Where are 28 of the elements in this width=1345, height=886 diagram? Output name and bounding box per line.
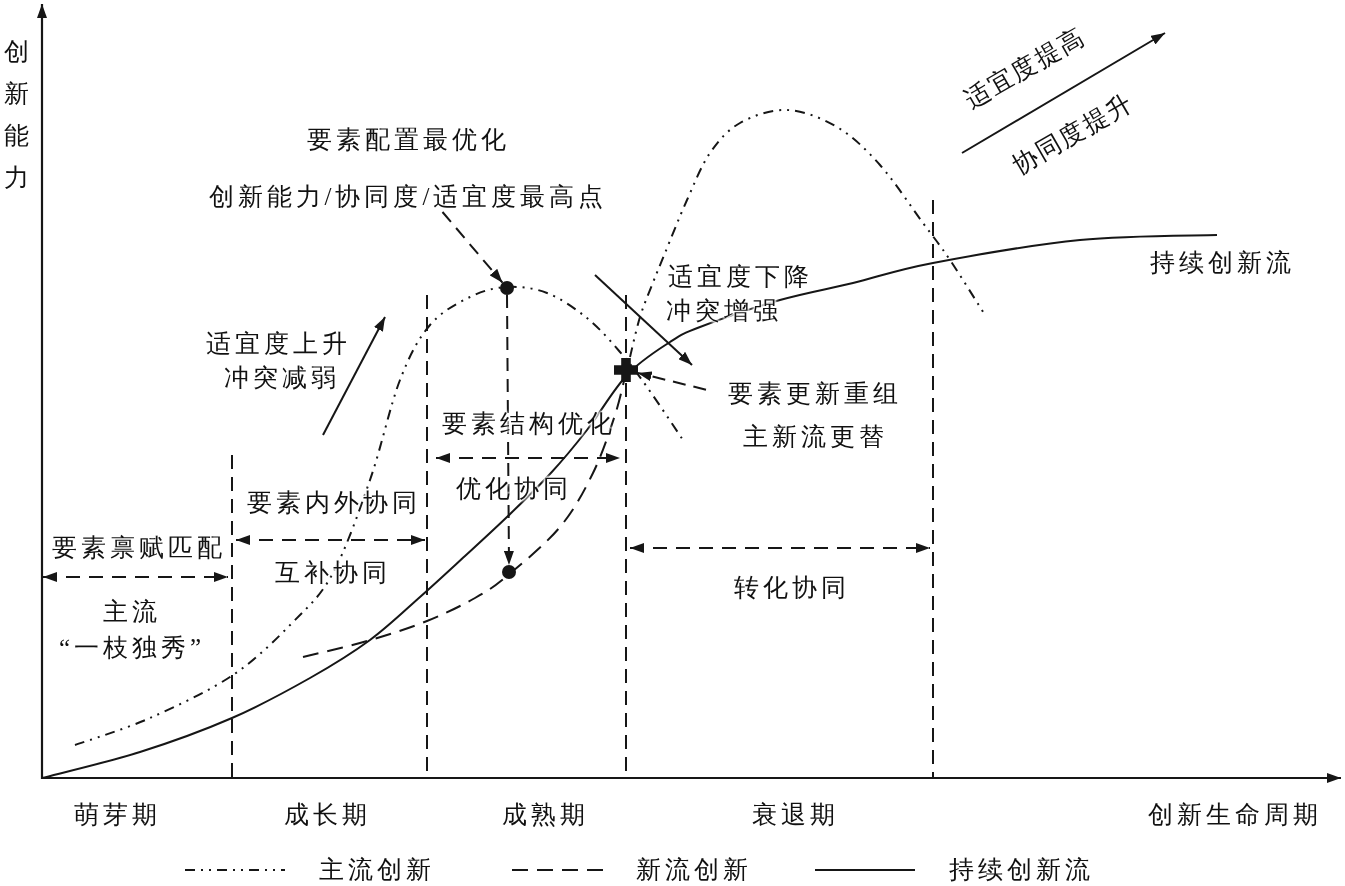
stage-label: 衰退期 <box>750 800 839 830</box>
phase-label: “一枝独秀” <box>57 633 206 663</box>
legend-text: 持续创新流 <box>948 855 1094 885</box>
callout-text: 创新能力/协同度/适宜度最高点 <box>207 183 608 212</box>
stage-label: 成熟期 <box>500 800 589 830</box>
stage-label: 成长期 <box>282 800 371 830</box>
axis-title: 创新能力 <box>3 37 29 193</box>
axis-title: 创新生命周期 <box>1147 800 1322 830</box>
phase-label: 要素内外协同 <box>246 488 421 518</box>
callout-text: 主新流更替 <box>741 423 888 452</box>
phase-label: 互补协同 <box>274 558 391 588</box>
phase-label: 要素禀赋匹配 <box>51 533 226 563</box>
trend-label: 冲突减弱 <box>223 363 340 393</box>
legend-text: 主流创新 <box>318 855 435 885</box>
callout-text: 要素配置最优化 <box>305 126 510 155</box>
phase-label: 主流 <box>102 597 161 627</box>
phase-label: 转化协同 <box>733 573 850 603</box>
leader-arrow <box>441 211 504 284</box>
dot-marker-icon <box>502 565 516 579</box>
trend-label: 适宜度下降 <box>666 262 813 292</box>
callout-text: 要素更新重组 <box>727 380 902 409</box>
curve-label: 持续创新流 <box>1148 248 1295 278</box>
trend-label: 适宜度上升 <box>204 329 351 359</box>
stage-label: 萌芽期 <box>72 800 161 830</box>
legend-text: 新流创新 <box>635 855 752 885</box>
dot-marker-icon <box>500 281 514 295</box>
leader-arrow <box>503 294 514 566</box>
cross-marker-icon <box>614 358 638 382</box>
